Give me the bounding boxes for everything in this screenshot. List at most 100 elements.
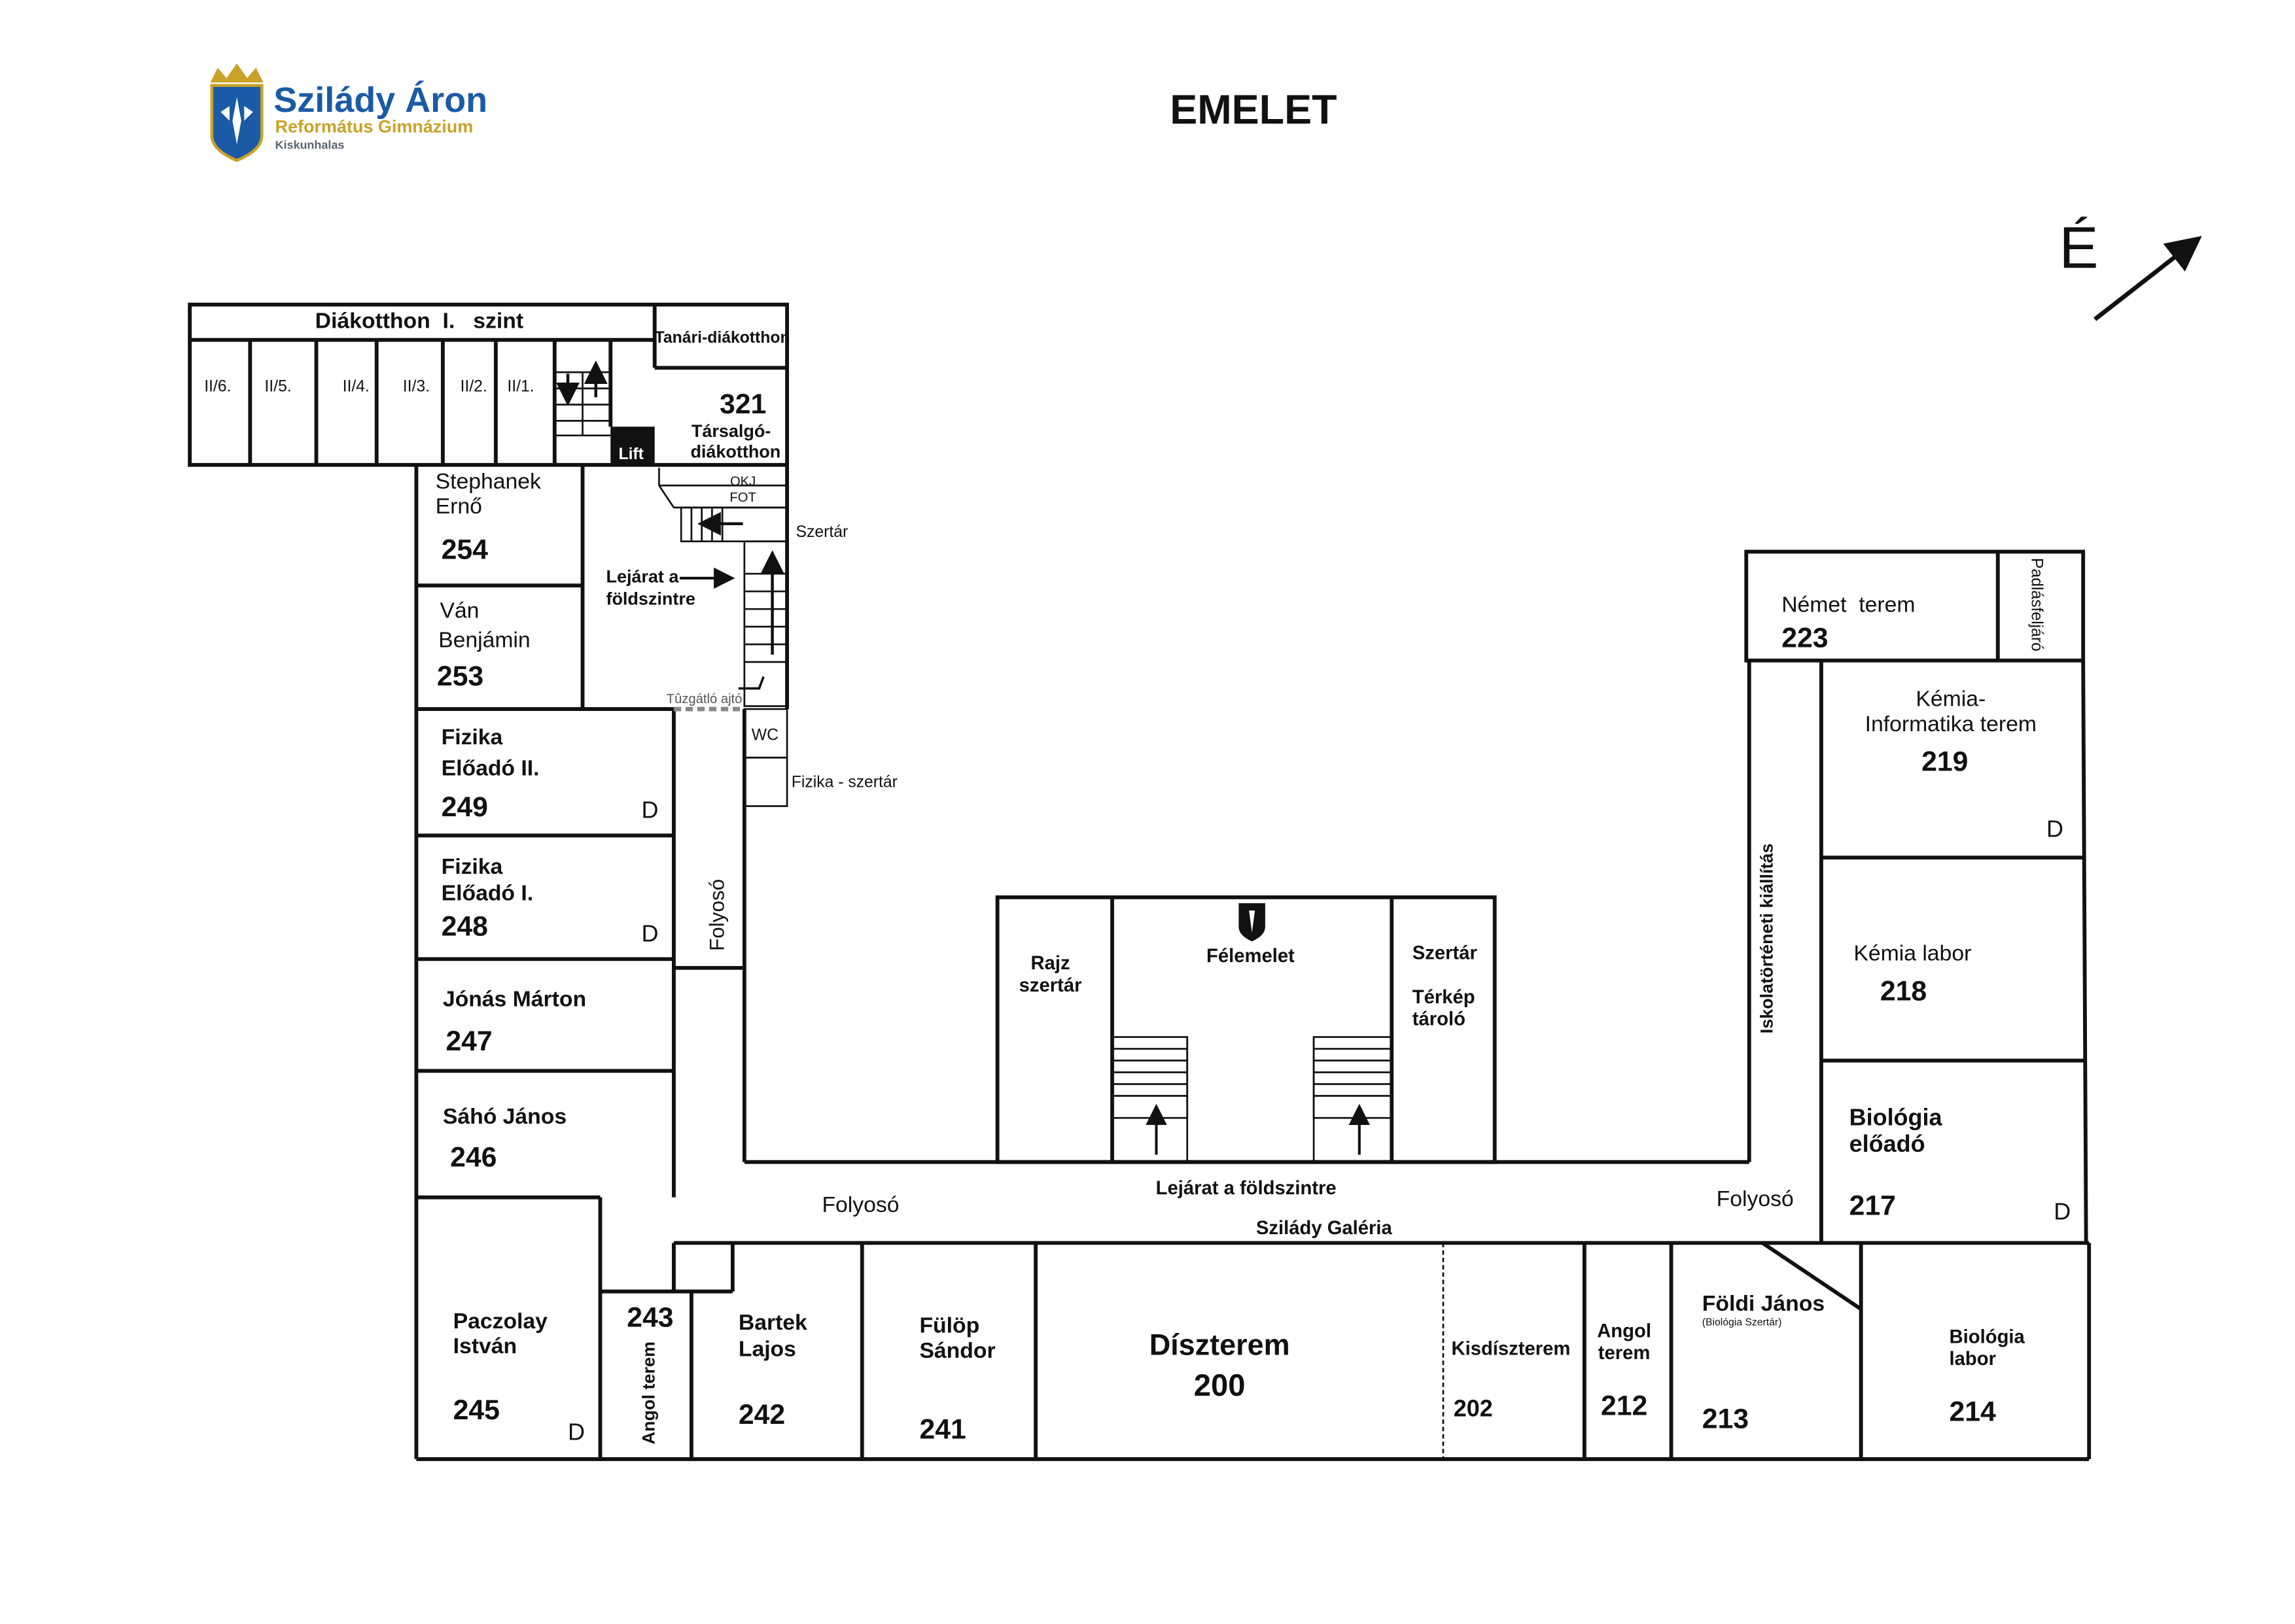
room-name: előadó xyxy=(1849,1130,1925,1157)
room-number: 253 xyxy=(437,661,483,692)
room-241[interactable]: Fülöp Sándor 241 xyxy=(919,1313,995,1445)
room-number: 243 xyxy=(627,1302,673,1334)
main-stairs-label: Lejárat a földszintre xyxy=(1156,1178,1337,1199)
room-number: 248 xyxy=(442,910,488,942)
room-number: 218 xyxy=(1880,975,1927,1007)
room-242[interactable]: Bartek Lajos 242 xyxy=(739,1310,807,1430)
room-name: Paczolay xyxy=(453,1309,548,1334)
room-number: 249 xyxy=(442,791,488,823)
lift-label: Lift xyxy=(618,445,643,463)
okj-label: FOT xyxy=(729,491,756,505)
room-253[interactable]: Ván Benjámin 253 xyxy=(437,598,531,692)
stairs-down-label: Lejárat a xyxy=(606,567,679,587)
room-name: Biológia xyxy=(1950,1326,2025,1347)
door-mark: D xyxy=(2054,1198,2071,1224)
room-218[interactable]: Kémia labor 218 xyxy=(1853,941,1971,1007)
room-217[interactable]: Biológia előadó 217 D xyxy=(1849,1103,2071,1224)
exhibition-label: Iskolatörténeti kiállítás xyxy=(1757,843,1777,1033)
room-name: Ván xyxy=(440,598,479,623)
dorm-room-label: II/4. xyxy=(343,377,370,395)
south-wing: Paczolay István 245 D 243 Angol terem Ba… xyxy=(416,1197,2092,1461)
map-storage-label: Térkép xyxy=(1412,987,1475,1008)
room-202[interactable]: Kisdíszterem 202 xyxy=(1451,1338,1570,1421)
room-name: Fizika xyxy=(442,725,503,750)
room-number: 245 xyxy=(453,1394,500,1426)
stairs-icon xyxy=(554,360,611,437)
room-number-321: 321 xyxy=(720,389,766,420)
room-name: Előadó I. xyxy=(442,880,534,905)
room-name: Angol terem xyxy=(639,1341,659,1444)
room-name: Lajos xyxy=(739,1337,796,1362)
stairs-icon xyxy=(1111,1036,1189,1162)
room-name: Sándor xyxy=(919,1338,995,1363)
gallery-label: Szilády Galéria xyxy=(1256,1218,1393,1239)
room-name: Jónás Márton xyxy=(443,986,586,1011)
room-223[interactable]: Német terem 223 xyxy=(1781,593,1915,654)
door-mark: D xyxy=(568,1419,585,1445)
room-name: Földi János xyxy=(1702,1291,1825,1316)
room-number: 242 xyxy=(739,1399,785,1430)
corridor-label: Folyosó xyxy=(1717,1186,1794,1211)
stairs-icon xyxy=(1312,1036,1393,1162)
west-wing: Szertár OKJ FOT Lejárat a földszintre Tû… xyxy=(414,464,898,1459)
room-219[interactable]: Kémia- Informatika terem 219 D xyxy=(1865,687,2063,842)
room-number: 202 xyxy=(1454,1395,1493,1422)
dorm-room-label: II/5. xyxy=(264,377,291,395)
room-name: Biológia xyxy=(1849,1103,1943,1130)
corridor-label: Folyosó xyxy=(705,879,728,951)
mezzanine-label: Félemelet xyxy=(1206,946,1295,967)
room-212[interactable]: Angol terem 212 xyxy=(1597,1321,1651,1421)
door-mark: D xyxy=(2046,816,2063,842)
room-214[interactable]: Biológia labor 214 xyxy=(1950,1326,2025,1427)
room-number: 246 xyxy=(450,1141,497,1173)
room-name: Sáhó János xyxy=(443,1104,567,1129)
door-mark: D xyxy=(641,796,658,823)
room-number: 213 xyxy=(1702,1404,1749,1435)
room-247[interactable]: Jónás Márton 247 xyxy=(443,986,586,1056)
room-name: Ernő xyxy=(436,494,482,519)
room-name: István xyxy=(453,1334,517,1358)
north-indicator: É xyxy=(2059,215,2202,321)
fire-door-label: Tûzgátló ajtó xyxy=(667,692,743,706)
room-name: Német terem xyxy=(1781,593,1915,617)
logo-subtitle: Református Gimnázium xyxy=(275,117,474,137)
room-200[interactable]: Díszterem 200 xyxy=(1149,1328,1290,1403)
central-section: Rajz szertár Félemelet Szertár Térkép tá… xyxy=(744,895,1794,1239)
room-number: 254 xyxy=(442,534,489,566)
room-249[interactable]: Fizika Előadó II. 249 D xyxy=(442,725,659,823)
room-number: 247 xyxy=(446,1026,492,1057)
room-254[interactable]: Stephanek Ernő 254 xyxy=(436,469,541,566)
map-storage-label: tároló xyxy=(1412,1009,1465,1030)
dorm-block: Lift Diákotthon I. szint II/6. II/5. II/… xyxy=(188,302,790,467)
logo-name: Szilády Áron xyxy=(273,80,487,120)
room-subtitle: (Biológia Szertár) xyxy=(1702,1317,1782,1328)
room-name: terem xyxy=(1598,1343,1651,1364)
room-243[interactable]: 243 Angol terem xyxy=(627,1302,673,1445)
north-label: É xyxy=(2059,215,2098,281)
room-248[interactable]: Fizika Előadó I. 248 D xyxy=(442,854,659,946)
room-number: 214 xyxy=(1950,1396,1997,1427)
room-name: Fülöp xyxy=(919,1313,979,1338)
crest-icon xyxy=(1238,903,1265,942)
dorm-room-label: II/6. xyxy=(204,377,231,395)
room-246[interactable]: Sáhó János 246 xyxy=(443,1104,567,1173)
dorm-room-label: II/2. xyxy=(460,377,487,395)
stairs-down-label: földszintre xyxy=(606,589,695,608)
stairs-icon xyxy=(680,506,788,707)
crest-icon xyxy=(210,63,264,162)
lift xyxy=(610,426,655,465)
corridor-label: Folyosó xyxy=(822,1192,899,1217)
wc-label: WC xyxy=(752,726,779,744)
north-arrow-icon xyxy=(2094,235,2202,321)
room-213[interactable]: Földi János (Biológia Szertár) 213 xyxy=(1702,1291,1825,1435)
room-name: Előadó II. xyxy=(442,755,540,780)
room-245[interactable]: Paczolay István 245 D xyxy=(453,1309,585,1445)
room-name: Bartek xyxy=(739,1310,807,1335)
lounge-label: diákotthon xyxy=(690,442,780,462)
storeroom-label: Szertár xyxy=(1412,942,1477,963)
school-logo: Szilády Áron Református Gimnázium Kiskun… xyxy=(210,63,487,162)
room-number: 217 xyxy=(1849,1190,1896,1222)
door-mark: D xyxy=(641,920,658,946)
attic-access-label: Padlásfeljáró xyxy=(2027,558,2045,651)
